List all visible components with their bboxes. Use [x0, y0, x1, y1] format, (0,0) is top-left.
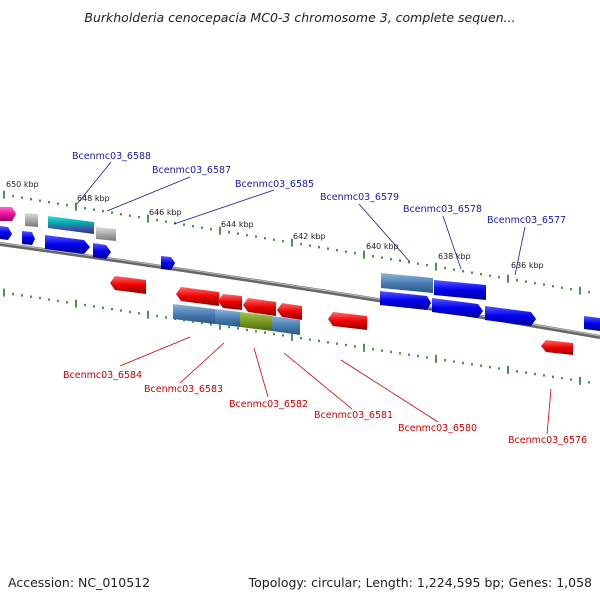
- gene-label-6581[interactable]: Bcenmc03_6581: [314, 410, 393, 421]
- forward-gene-callouts: Bcenmc03_6588 Bcenmc03_6587 Bcenmc03_658…: [72, 151, 566, 276]
- gene-label-6580[interactable]: Bcenmc03_6580: [398, 423, 477, 434]
- gene-arrow-forward[interactable]: [485, 306, 536, 326]
- gene-arrow-reverse[interactable]: [541, 340, 573, 355]
- gene-arrow-forward[interactable]: [380, 291, 431, 310]
- gene-arrow-forward[interactable]: [434, 280, 486, 300]
- upper-tick-track: [3, 190, 590, 295]
- kbp-label-642: 642 kbp: [293, 232, 326, 241]
- kbp-label-646: 646 kbp: [149, 208, 182, 217]
- gene-arrow-forward[interactable]: [432, 298, 483, 318]
- gene-arrow-reverse[interactable]: [277, 303, 302, 320]
- kbp-label-650: 650 kbp: [6, 180, 39, 189]
- gene-label-6585[interactable]: Bcenmc03_6585: [235, 179, 314, 190]
- gene-label-6588[interactable]: Bcenmc03_6588: [72, 151, 151, 162]
- gene-arrow-forward[interactable]: [93, 243, 111, 259]
- kbp-labels: 650 kbp 648 kbp 646 kbp 644 kbp 642 kbp …: [6, 180, 544, 270]
- gene-arrow-olive[interactable]: [240, 312, 272, 331]
- gene-label-6578[interactable]: Bcenmc03_6578: [403, 204, 482, 215]
- gene-label-6576[interactable]: Bcenmc03_6576: [508, 435, 587, 446]
- gene-label-6579[interactable]: Bcenmc03_6579: [320, 192, 399, 203]
- gene-arrow-forward[interactable]: [161, 256, 175, 270]
- gene-arrow-pink[interactable]: [0, 207, 16, 221]
- gene-arrow-gray[interactable]: [25, 213, 38, 227]
- gene-arrow-forward[interactable]: [584, 316, 600, 331]
- gene-arrow-reverse[interactable]: [176, 287, 219, 306]
- gene-arrow-forward[interactable]: [0, 226, 12, 240]
- map-title: Burkholderia cenocepacia MC0-3 chromosom…: [84, 10, 516, 25]
- gene-arrow-reverse[interactable]: [110, 276, 146, 294]
- forward-genes: [0, 207, 600, 331]
- gene-arrow-forward[interactable]: [45, 235, 90, 254]
- gene-arrow-gray[interactable]: [96, 227, 116, 241]
- reverse-gene-callouts: Bcenmc03_6584 Bcenmc03_6583 Bcenmc03_658…: [63, 336, 587, 446]
- gene-label-6583[interactable]: Bcenmc03_6583: [144, 384, 223, 395]
- gene-arrow-steel[interactable]: [173, 304, 215, 324]
- summary-text: Topology: circular; Length: 1,224,595 bp…: [248, 575, 592, 590]
- gene-arrow-steel[interactable]: [215, 309, 240, 327]
- kbp-label-644: 644 kbp: [221, 220, 254, 229]
- gene-label-6584[interactable]: Bcenmc03_6584: [63, 370, 142, 381]
- accession-text: Accession: NC_010512: [8, 575, 151, 590]
- gene-arrow-reverse[interactable]: [328, 312, 367, 330]
- lower-tick-track: [3, 288, 590, 385]
- gene-arrow-reverse[interactable]: [218, 294, 242, 310]
- gene-arrow-steel[interactable]: [272, 316, 300, 335]
- gene-arrow-cyan[interactable]: [48, 216, 94, 234]
- gene-arrow-forward[interactable]: [22, 231, 35, 245]
- kbp-label-648: 648 kbp: [77, 194, 110, 203]
- kbp-label-636: 636 kbp: [511, 261, 544, 270]
- gene-arrow-reverse[interactable]: [243, 298, 276, 316]
- gene-label-6587[interactable]: Bcenmc03_6587: [152, 165, 231, 176]
- gene-arrow-steel[interactable]: [381, 273, 433, 293]
- gene-label-6582[interactable]: Bcenmc03_6582: [229, 399, 308, 410]
- kbp-label-640: 640 kbp: [366, 242, 399, 251]
- gene-label-6577[interactable]: Bcenmc03_6577: [487, 215, 566, 226]
- kbp-label-638: 638 kbp: [438, 252, 471, 261]
- reverse-genes: [110, 276, 573, 355]
